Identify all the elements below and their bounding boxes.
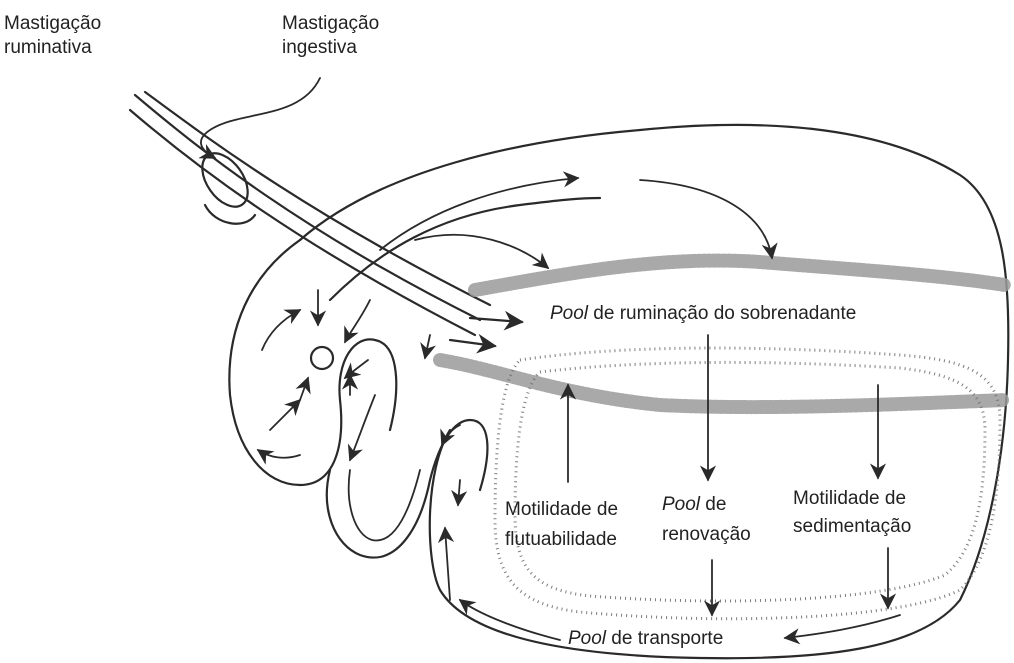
label-pool-transporte-italic: Pool	[568, 628, 606, 649]
reticulum-arrow-8	[345, 360, 368, 378]
label-mastigacao-ruminativa: Mastigação ruminativa	[4, 12, 101, 60]
esophagus-tube-outer	[135, 95, 480, 320]
label-mastigacao-ingestiva: Mastigação ingestiva	[282, 12, 379, 60]
flow-arrow-to-mat	[415, 235, 548, 268]
reticulum-arrow-3	[262, 310, 300, 350]
omasal-channel	[327, 420, 488, 558]
label-pool-ruminacao: Pool de ruminação do sobrenadante	[550, 302, 856, 326]
rumen-inner-wall	[330, 198, 600, 300]
reticulum-particle	[311, 347, 333, 369]
label-pool-transporte: Pool de transporte	[568, 627, 723, 651]
label-mastigacao-ruminativa-line1: Mastigação	[4, 12, 101, 36]
rumen-outline	[300, 125, 1008, 658]
omasal-channel-inner	[349, 470, 420, 540]
label-pool-renovacao-rest: de	[700, 494, 726, 515]
label-pool-transporte-rest: de transporte	[606, 628, 723, 649]
channel-arrow-right	[458, 480, 460, 505]
reticulum-arrow-2	[345, 300, 370, 342]
mat-top-boundary	[475, 261, 1005, 290]
flow-arrow-tube-end-2	[450, 340, 495, 346]
label-pool-renovacao-line2: renovação	[662, 520, 751, 550]
label-mastigacao-ingestiva-line2: ingestiva	[282, 36, 379, 60]
channel-arrow-lower	[445, 528, 450, 600]
reticulum-arrow-6	[258, 450, 300, 458]
esophagus-collar	[193, 145, 257, 215]
label-pool-renovacao-italic: Pool	[662, 494, 700, 515]
esophagus-tube-inner	[145, 92, 490, 305]
reticulum-arrow-5	[270, 400, 300, 430]
label-motilidade-flutuabilidade-line1: Motilidade de	[505, 495, 618, 525]
reticulum-arrow-10	[350, 395, 375, 460]
label-pool-ruminacao-italic: Pool	[550, 303, 588, 324]
label-pool-renovacao-line1: Pool de	[662, 490, 751, 520]
label-pool-ruminacao-rest: de ruminação do sobrenadante	[588, 303, 856, 324]
label-motilidade-sedimentacao: Motilidade de sedimentação	[793, 485, 911, 541]
label-motilidade-flutuabilidade-line2: flutuabilidade	[505, 525, 618, 555]
mat-lower-boundary	[440, 360, 1005, 407]
label-mastigacao-ingestiva-line1: Mastigação	[282, 12, 379, 36]
transport-arrow-right	[785, 615, 900, 638]
flow-arrow-top-curve	[640, 180, 772, 258]
esophagus-collar-lower	[205, 205, 255, 224]
label-motilidade-sedimentacao-line2: sedimentação	[793, 513, 911, 541]
label-motilidade-sedimentacao-line1: Motilidade de	[793, 485, 911, 513]
label-motilidade-flutuabilidade: Motilidade de flutuabilidade	[505, 495, 618, 555]
label-mastigacao-ruminativa-line2: ruminativa	[4, 36, 101, 60]
reticulum-arrow-9	[425, 335, 430, 358]
label-pool-renovacao: Pool de renovação	[662, 490, 751, 550]
reticulum-arrow-4	[300, 378, 308, 400]
